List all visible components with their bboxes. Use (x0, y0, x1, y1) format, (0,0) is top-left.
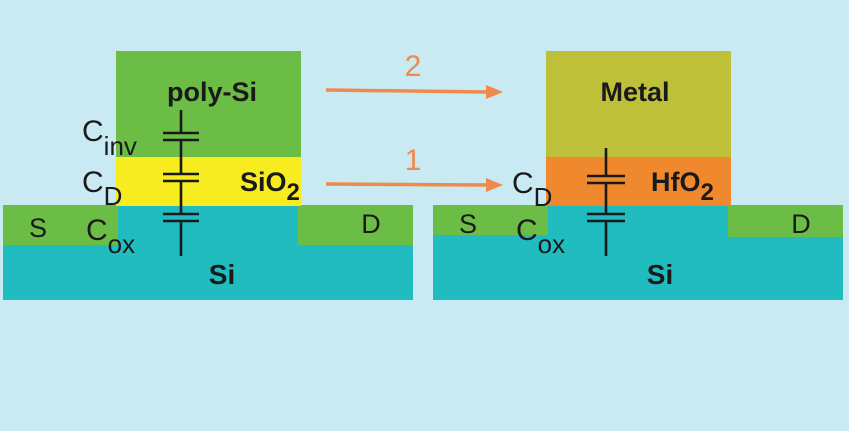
arrow-2-head (486, 85, 503, 99)
right-capacitor-chain (587, 148, 625, 256)
left-gate-poly-si (116, 51, 301, 157)
right-cap-ox-label: Cox (516, 214, 565, 259)
right-source-region (433, 205, 548, 235)
arrow-1-head (486, 178, 503, 192)
left-source-label: S (29, 213, 47, 243)
left-gate-label: poly-Si (167, 77, 257, 107)
right-source-label: S (459, 209, 477, 239)
arrow-1-number: 1 (405, 144, 422, 177)
right-gate-label: Metal (600, 77, 669, 107)
left-source-region (3, 205, 118, 245)
left-substrate-label: Si (209, 259, 235, 290)
left-gate-oxide (116, 156, 301, 206)
left-cap-d-label: CD (82, 166, 122, 211)
right-drain-label: D (791, 209, 811, 239)
right-drain-region (728, 205, 843, 237)
transition-arrows: 2 1 (325, 50, 503, 192)
right-substrate-label: Si (647, 259, 673, 290)
left-device: poly-Si Cinv CD SiO2 S Cox D Si (3, 51, 413, 300)
right-gate-oxide (546, 156, 731, 206)
left-drain-region (298, 205, 413, 245)
left-capacitor-chain (163, 110, 199, 256)
arrow-2-shaft (325, 88, 489, 94)
right-device: Metal CD HfO2 S Cox D Si (433, 51, 843, 300)
left-drain-label: D (361, 209, 381, 239)
arrow-2-number: 2 (405, 50, 422, 83)
right-oxide-label: HfO2 (651, 167, 714, 206)
right-cap-d-label: CD (512, 167, 552, 212)
left-cap-inv-label: Cinv (82, 115, 137, 161)
arrow-1-shaft (325, 182, 489, 187)
right-gate-metal (546, 51, 731, 157)
left-cap-ox-label: Cox (86, 214, 135, 259)
left-oxide-label: SiO2 (240, 167, 300, 206)
